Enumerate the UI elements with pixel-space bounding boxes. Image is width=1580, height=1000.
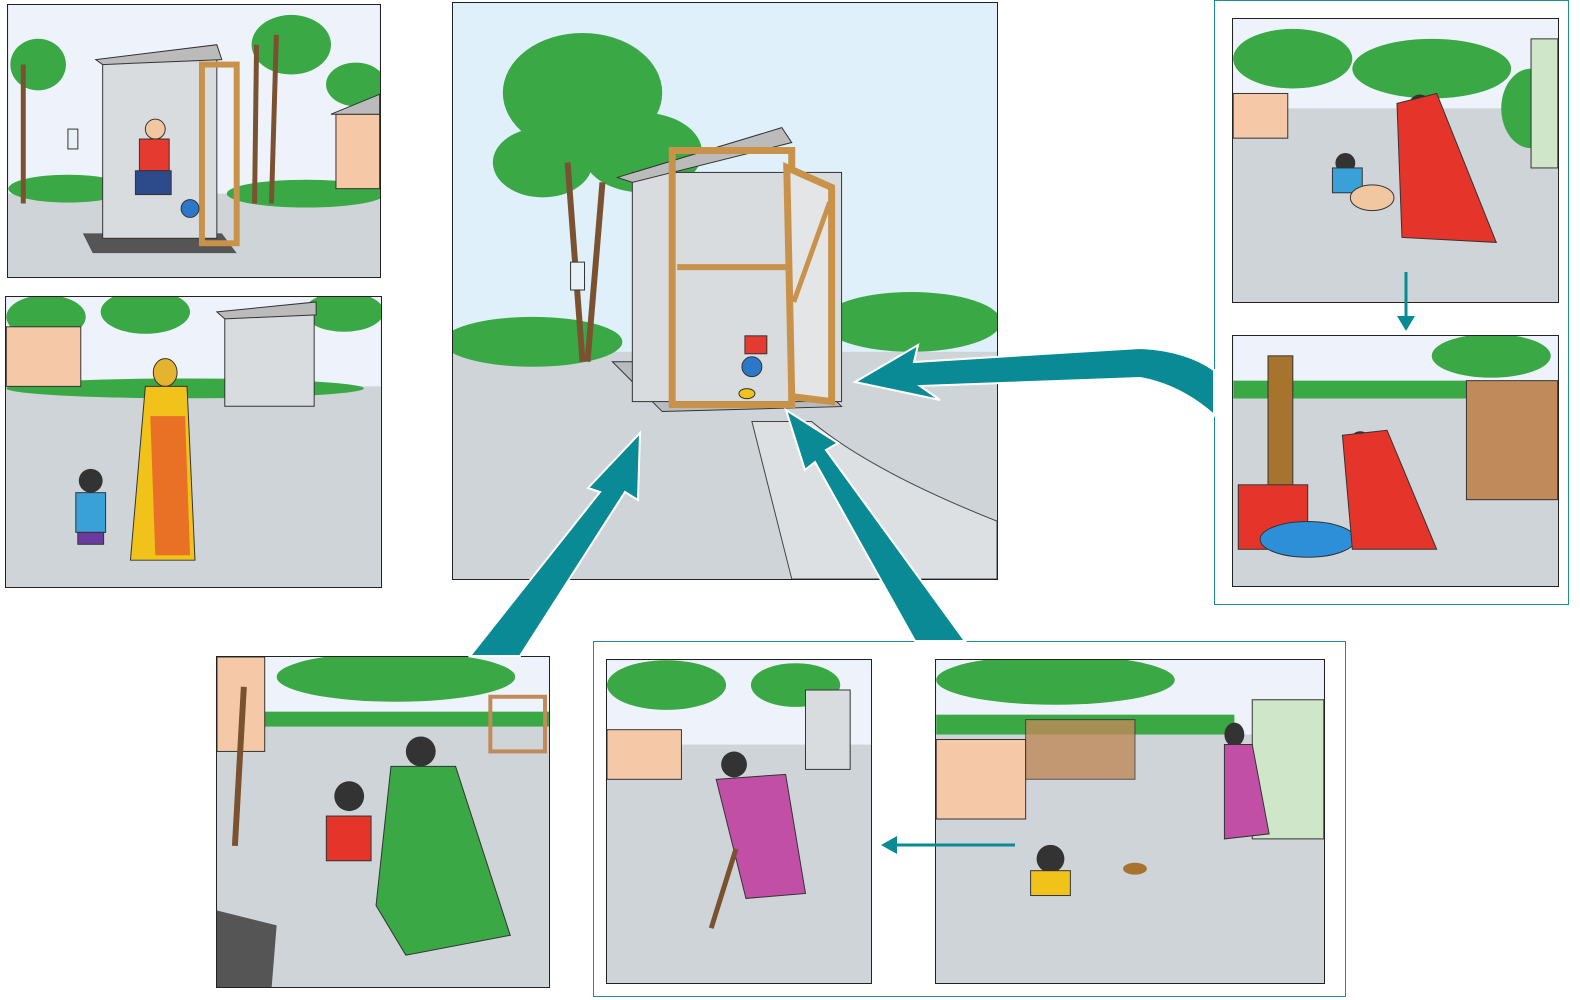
mother-cleaning-child-illustration [1233, 19, 1558, 302]
central-latrine-illustration [453, 3, 997, 579]
panel-woman-scooping-feces [606, 659, 872, 984]
panel-mother-walking-child [5, 296, 382, 588]
panel-mother-cleaning-child [1232, 18, 1559, 303]
panel-child-near-feces [935, 659, 1325, 984]
panel-mother-washing [1232, 335, 1559, 587]
mother-and-girl-illustration [217, 657, 549, 987]
panel-mother-and-girl [216, 656, 550, 988]
panel-central-latrine [452, 2, 998, 580]
mother-walking-child-illustration [6, 297, 381, 587]
mother-washing-illustration [1233, 336, 1558, 586]
boy-using-latrine-illustration [8, 5, 380, 277]
panel-boy-using-latrine [7, 4, 381, 278]
child-near-feces-illustration [936, 660, 1324, 983]
woman-scooping-feces-illustration [607, 660, 871, 983]
